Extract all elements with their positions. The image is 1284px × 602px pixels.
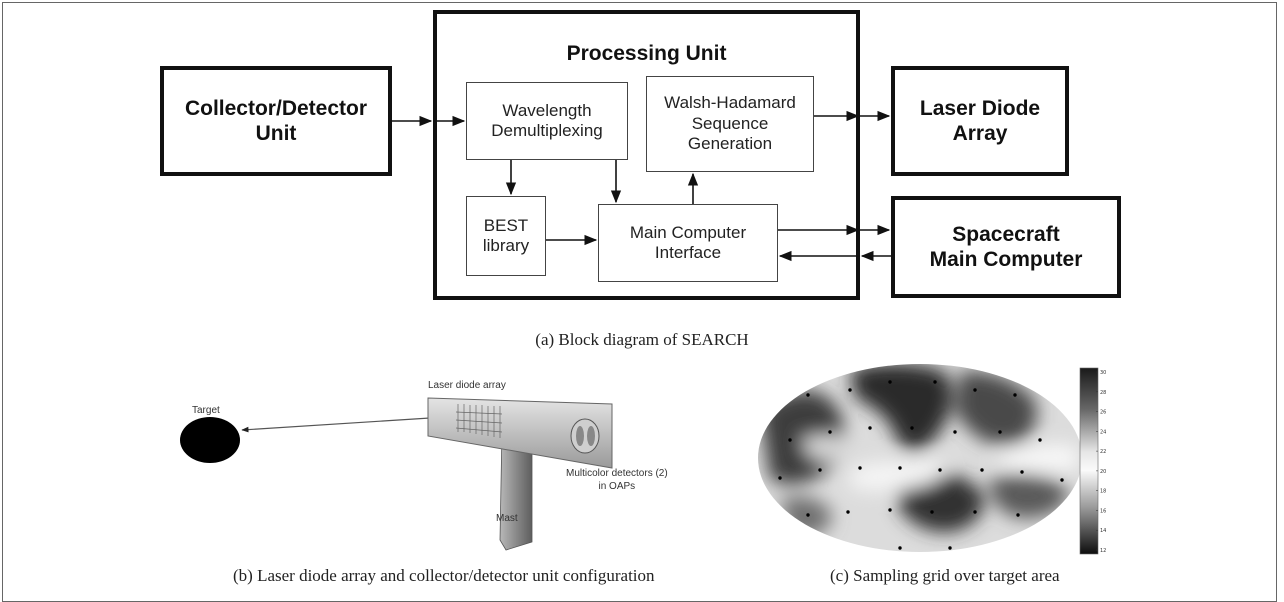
target-label: Target [192,405,220,416]
colorbar-tick-label: 30 [1100,370,1106,376]
target-ellipse [180,417,240,463]
collector-detector-unit: Collector/Detector Unit [160,66,392,176]
caption-a: (a) Block diagram of SEARCH [535,330,749,349]
colorbar-tick-label: 24 [1100,429,1106,435]
processing-unit-title: Processing Unit [566,42,727,65]
multicolor-detectors-label: Multicolor detectors (2) in OAPs [566,468,668,492]
colorbar-tick-label: 16 [1100,508,1106,514]
block-diagram-arrows [392,110,891,262]
main-computer-interface-box: Main Computer Interface [598,204,778,282]
colorbar-tick-label: 14 [1100,528,1106,534]
laser-diode-array-box: Laser Diode Array [891,66,1069,176]
colorbar-tick-label: 18 [1100,489,1106,495]
laser-diode-grid [455,404,503,438]
sampling-grid-plot: 30 28 26 24 22 20 18 16 14 12 [758,364,1106,555]
colorbar-tick-label: 12 [1100,548,1106,554]
spacecraft-main-computer-box: Spacecraft Main Computer [891,196,1121,298]
colorbar-tick-label: 26 [1100,410,1106,416]
caption-b: (b) Laser diode array and collector/dete… [233,566,655,585]
mast-label: Mast [496,513,518,524]
colorbar [1079,367,1099,555]
sampling-heatmap [758,364,1082,552]
beam-line [241,417,431,433]
best-library-box: BEST library [466,196,546,276]
colorbar-tick-label: 28 [1100,390,1106,396]
laser-configuration-illustration [180,397,613,551]
colorbar-tick-label: 22 [1100,449,1106,455]
caption-c: (c) Sampling grid over target area [830,566,1060,585]
laser-diode-array-label: Laser diode array [428,380,506,391]
wavelength-demultiplexing-box: Wavelength Demultiplexing [466,82,628,160]
colorbar-ticks: 30 28 26 24 22 20 18 16 14 12 [1096,370,1106,554]
walsh-hadamard-box: Walsh-Hadamard Sequence Generation [646,76,814,172]
laser-panel [427,397,613,469]
colorbar-tick-label: 20 [1100,469,1106,475]
processing-unit-box [433,10,860,300]
